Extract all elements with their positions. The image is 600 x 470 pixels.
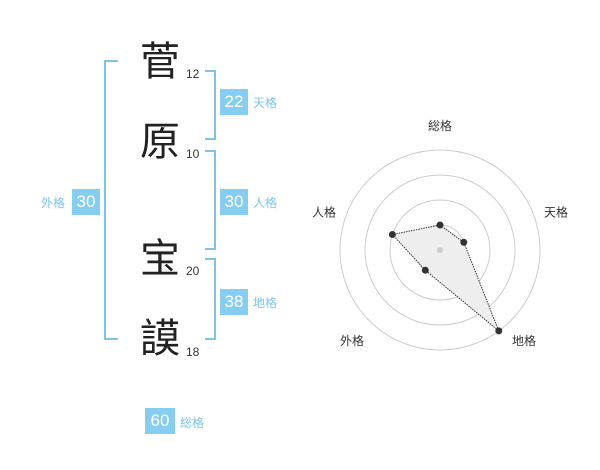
radar-polygon bbox=[391, 224, 500, 332]
radar-point bbox=[421, 266, 429, 274]
stroke-count-4: 18 bbox=[186, 345, 200, 359]
tenkaku-label: 天格 bbox=[253, 96, 278, 110]
radar-point bbox=[436, 221, 444, 229]
radar-point bbox=[460, 238, 468, 246]
soukaku-label: 総格 bbox=[180, 416, 205, 430]
gaikaku-score: 30 bbox=[72, 189, 100, 215]
stroke-count-2: 10 bbox=[186, 147, 200, 161]
radar-axis-label: 人格 bbox=[312, 204, 336, 219]
chikaku-label: 地格 bbox=[253, 296, 278, 310]
jinkaku-bracket bbox=[205, 150, 216, 250]
stroke-count-1: 12 bbox=[186, 67, 200, 81]
radar-point bbox=[495, 327, 503, 335]
radar-axis-label: 地格 bbox=[512, 333, 536, 348]
gaikaku-bracket bbox=[104, 60, 118, 340]
name-char-1: 菅 bbox=[140, 39, 180, 85]
chikaku-score: 38 bbox=[220, 289, 248, 315]
radar-axis-label: 外格 bbox=[340, 333, 364, 348]
radar-ring bbox=[364, 174, 516, 326]
radar-point bbox=[388, 231, 396, 238]
jinkaku-score: 30 bbox=[220, 189, 248, 215]
name-char-4: 謨 bbox=[140, 316, 180, 362]
gaikaku-label: 外格 bbox=[41, 196, 66, 210]
chikaku-bracket bbox=[205, 258, 216, 340]
name-char-2: 原 bbox=[140, 119, 180, 165]
stroke-count-3: 20 bbox=[186, 264, 200, 278]
soukaku-score: 60 bbox=[145, 408, 175, 434]
radar-center-dot bbox=[437, 247, 443, 253]
tenkaku-score: 22 bbox=[220, 89, 248, 115]
radar-axis-label: 総格 bbox=[428, 118, 452, 133]
tenkaku-bracket bbox=[205, 70, 216, 140]
jinkaku-label: 人格 bbox=[253, 196, 278, 210]
radar-axis-label: 天格 bbox=[544, 204, 568, 219]
name-char-3: 宝 bbox=[140, 236, 180, 282]
radar-ring bbox=[339, 149, 541, 351]
radar-ring bbox=[389, 199, 491, 301]
